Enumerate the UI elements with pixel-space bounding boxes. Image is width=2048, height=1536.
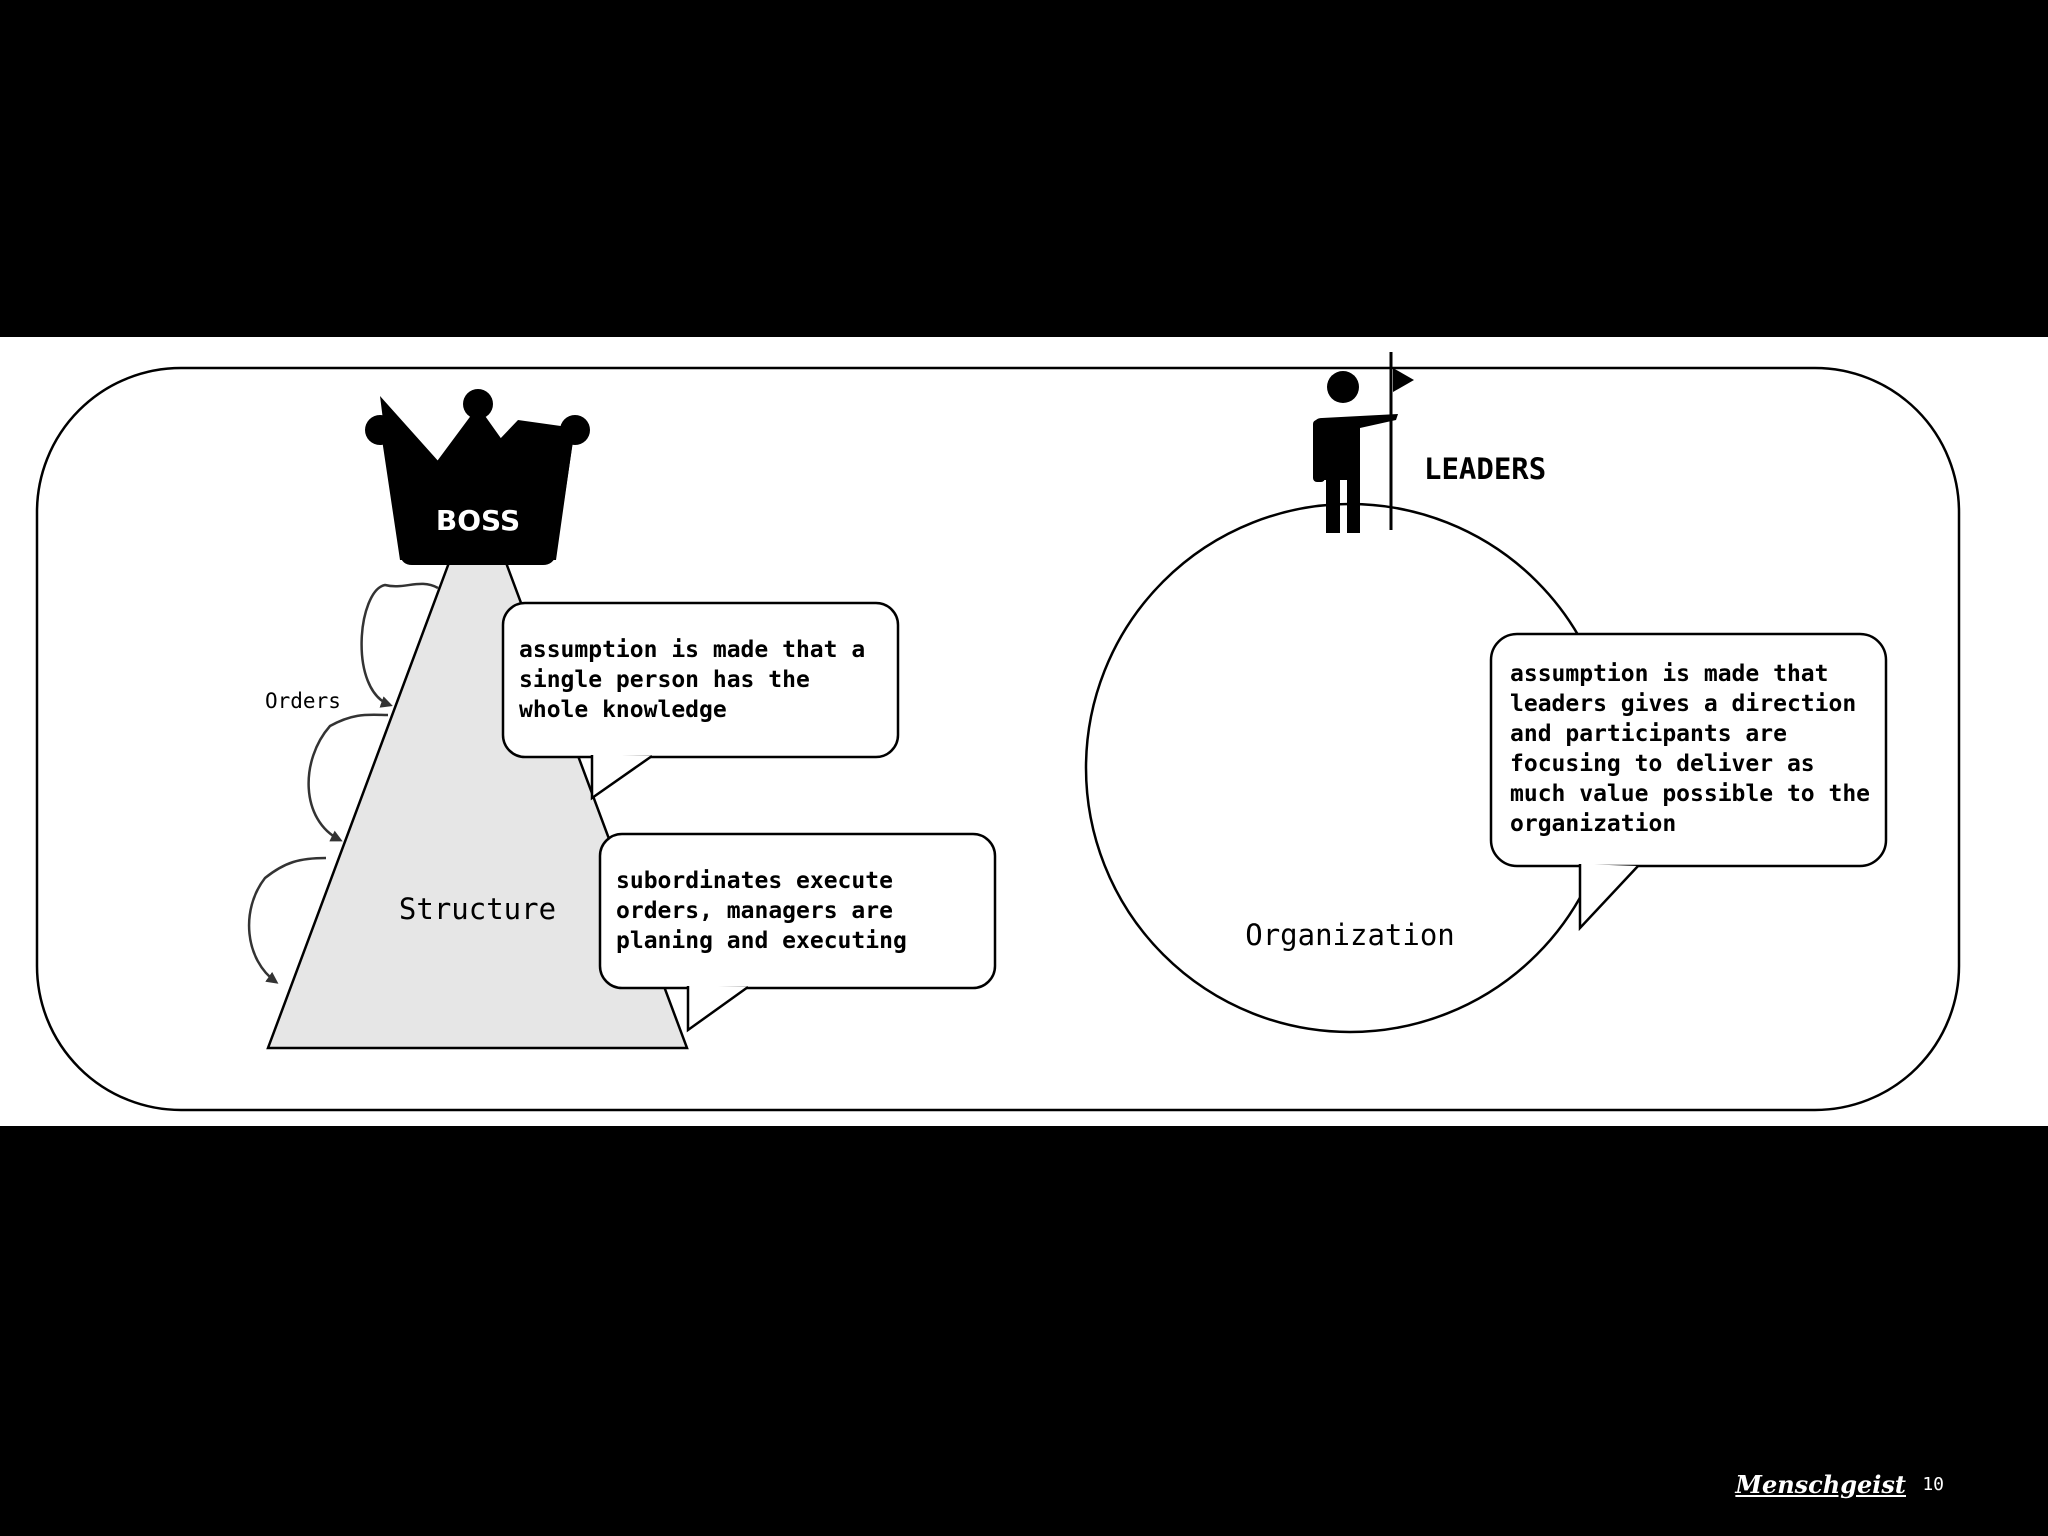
- bubble-leaders: [1489, 632, 1888, 932]
- bubble-execute: [598, 832, 997, 1033]
- leaders-label: LEADERS: [1424, 452, 1547, 486]
- person-with-flag-icon: [1313, 352, 1414, 533]
- organization-label: Organization: [1245, 918, 1455, 952]
- bubble-knowledge-text: assumption is made that a single person …: [519, 637, 866, 723]
- outer-frame: [35, 366, 1961, 1112]
- orders-label: Orders: [265, 689, 341, 713]
- order-arrow-1: [360, 582, 439, 708]
- pyramid-base-label: Structure: [398, 892, 557, 926]
- order-arrow-3: [247, 856, 327, 984]
- bubble-leaders-text: assumption is made that leaders gives a …: [1510, 661, 1871, 837]
- bubble-knowledge: [501, 601, 900, 801]
- brand-logo: Menschgeist: [1735, 1470, 1906, 1499]
- page-number: 10: [1922, 1474, 1944, 1495]
- bubble-execute-text: subordinates execute orders, managers ar…: [616, 868, 907, 954]
- order-arrow-2: [307, 713, 389, 842]
- order-arrows: [247, 582, 439, 984]
- crown-icon: [365, 389, 590, 565]
- crown-label: BOSS: [435, 504, 521, 537]
